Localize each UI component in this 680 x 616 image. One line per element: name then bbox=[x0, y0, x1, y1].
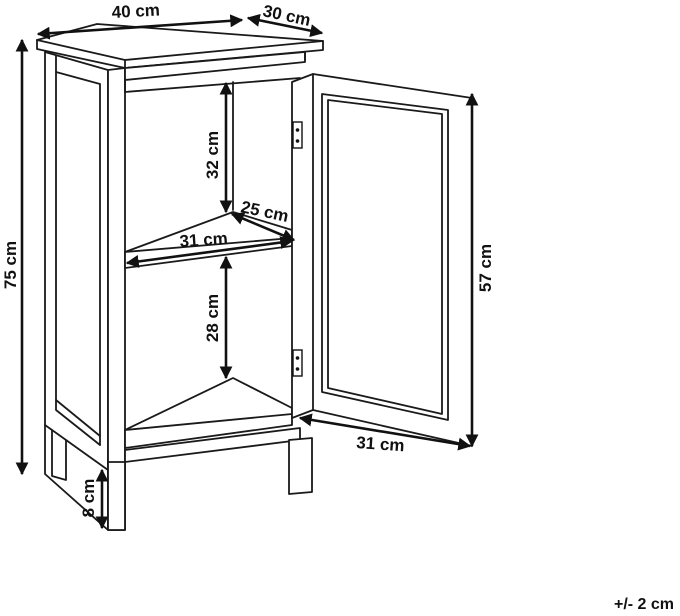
depth-arrow bbox=[246, 13, 324, 38]
lower-shelf-height-label: 28 cm bbox=[203, 294, 222, 342]
upper-shelf-height-label: 32 cm bbox=[203, 131, 222, 179]
shelf-width-label: 31 cm bbox=[179, 229, 228, 251]
width-arrow bbox=[36, 14, 244, 40]
upper-hinge bbox=[292, 121, 303, 149]
right-front-leg bbox=[288, 437, 313, 495]
dimension-arrows bbox=[15, 13, 479, 530]
door-width-arrow bbox=[298, 413, 472, 451]
tolerance-note: +/- 2 cm bbox=[613, 596, 674, 613]
dimension-labels: 40 cm 30 cm 75 cm 32 cm 25 cm 31 cm 28 c… bbox=[1, 0, 495, 517]
shelf-width-arrow bbox=[125, 236, 294, 268]
left-side-panel bbox=[44, 51, 109, 531]
leg-height-label: 8 cm bbox=[79, 479, 98, 518]
left-front-leg bbox=[107, 461, 126, 531]
height-label: 75 cm bbox=[1, 241, 20, 289]
door-width-label: 31 cm bbox=[356, 433, 405, 455]
front-frame bbox=[107, 67, 126, 531]
door-height-label: 57 cm bbox=[476, 244, 495, 292]
cabinet-drawing bbox=[36, 23, 473, 531]
shelf-depth-arrow bbox=[230, 212, 296, 242]
lower-hinge bbox=[292, 349, 303, 377]
cabinet-door bbox=[291, 73, 473, 447]
width-label: 40 cm bbox=[111, 0, 160, 21]
